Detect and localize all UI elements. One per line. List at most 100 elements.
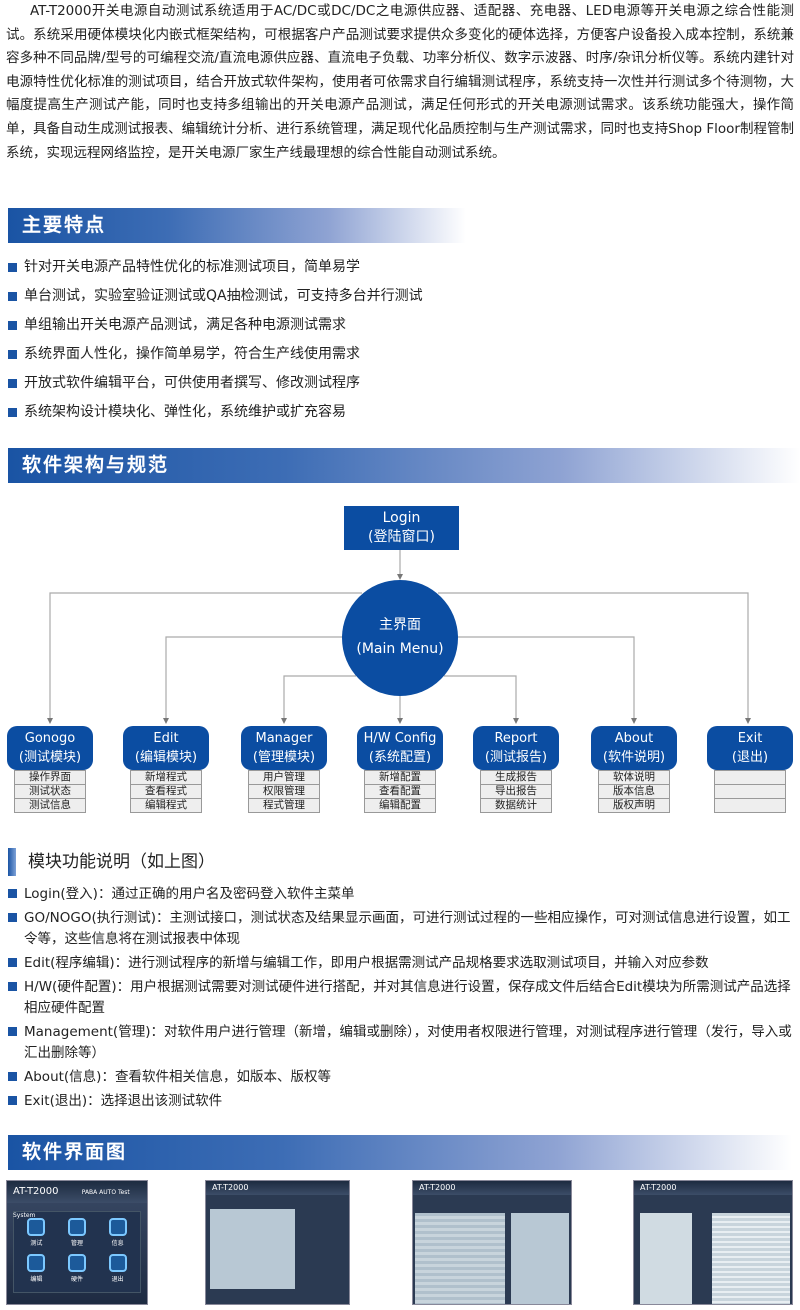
module-desc-list: Login(登入)：通过正确的用户名及密码登入软件主菜单 GO/NOGO(执行测… [8,884,798,1115]
app-title: AT-T2000 [634,1181,792,1195]
list-item: 系统架构设计模块化、弹性化，系统维护或扩充容易 [8,403,423,432]
module-subitem: 版本信息 [599,784,669,798]
menu-tile: 测试 [18,1218,55,1250]
list-item: 单台测试，实验室验证测试或QA抽检测试，可支持多台并行测试 [8,287,423,316]
module-edit: Edit (编辑模块) 新增程式查看程式编辑程式 [123,726,209,813]
module-header: About (软件说明) [591,726,677,770]
module-header: Report (测试报告) [473,726,559,770]
list-item: 开放式软件编辑平台，可供使用者撰写、修改测试程序 [8,374,423,403]
module-sublabel: (系统配置) [368,750,432,765]
list-item: Login(登入)：通过正确的用户名及密码登入软件主菜单 [8,884,798,905]
connector-lines [47,550,751,724]
list-item: Management(管理)：对软件用户进行管理（新增，编辑或删除），对使用者权… [8,1022,798,1064]
menu-tile-label: 测试 [30,1240,43,1247]
module-subitem: 测试状态 [15,784,85,798]
module-header: Manager(管理模块) [241,726,327,770]
module-subitem: 编辑程式 [131,798,201,812]
module-sublabel: (编辑模块) [134,750,198,765]
list-item: Exit(退出)：选择退出该测试软件 [8,1091,798,1112]
module-report: Report (测试报告) 生成报告导出报告数据统计 [473,726,559,813]
intro-paragraph: AT-T2000开关电源自动测试系统适用于AC/DC或DC/DC之电源供应器、适… [6,3,794,161]
menu-tile-icon [67,1254,86,1272]
module-subitems: 操作界面测试状态测试信息 [14,770,86,813]
module-label: About [614,731,654,746]
menu-tile-label: 管理 [70,1240,83,1247]
module-sublabel: (软件说明) [602,750,666,765]
module-subitem [715,784,785,798]
module-label: H/W Config [363,731,437,746]
module-sublabel: (退出) [731,750,769,765]
menu-tile-icon [27,1218,46,1236]
architecture-diagram: Login (登陆窗口) 主界面 (Main Menu) Gonogo (测试模块) 操… [0,500,800,820]
menu-tile-label: 退出 [111,1276,124,1283]
menu-tile-label: 编辑 [30,1276,43,1283]
module-subitem: 新增程式 [131,770,201,784]
module-subitem: 查看配置 [365,784,435,798]
module-subitem: 用户管理 [249,770,319,784]
app-title: AT-T2000 [206,1181,349,1195]
menu-tile-icon [108,1218,127,1236]
main-menu-sublabel: (Main Menu) [356,641,444,657]
module-subitem: 查看程式 [131,784,201,798]
login-sublabel: (登陆窗口) [368,529,435,545]
module-label: Edit [153,731,179,746]
module-header: H/W Config (系统配置) [357,726,443,770]
module-hwconfig: H/W Config (系统配置) 新增配置查看配置编辑配置 [357,726,443,813]
list-item: 系统界面人性化，操作简单易学，符合生产线使用需求 [8,345,423,374]
menu-tile-label: 硬件 [70,1276,83,1283]
module-desc-title: 模块功能说明（如上图） [8,848,215,876]
module-sublabel: (测试模块) [18,750,82,765]
login-box: Login (登陆窗口) [344,506,459,550]
module-gonogo: Gonogo (测试模块) 操作界面测试状态测试信息 [7,726,93,813]
module-subitem: 新增配置 [365,770,435,784]
list-item: Edit(程序编辑)：进行测试程序的新增与编辑工作，即用户根据需测试产品规格要求… [8,953,798,974]
module-subitem: 程式管理 [249,798,319,812]
module-sublabel: (测试报告) [484,750,548,765]
module-header: Gonogo (测试模块) [7,726,93,770]
module-label: Exit [737,731,763,746]
module-exit: Exit (退出) [707,726,793,813]
section-features-title: 主要特点 [8,208,466,243]
login-label: Login [382,510,421,526]
menu-tile: 编辑 [18,1254,55,1286]
app-subtitle: PABA AUTO Test System [13,1189,130,1219]
module-subitem: 权限管理 [249,784,319,798]
list-item: 单组输出开关电源产品测试，满足各种电源测试需求 [8,316,423,345]
screenshot-edit: AT-T2000 [412,1180,572,1305]
module-subitems: 新增配置查看配置编辑配置 [364,770,436,813]
list-item: GO/NOGO(执行测试)：主测试接口，测试状态及结果显示画面，可进行测试过程的… [8,908,798,950]
section-architecture-title: 软件架构与规范 [8,448,800,483]
module-about: About (软件说明) 软体说明版本信息版权声明 [591,726,677,813]
module-subitem: 生成报告 [481,770,551,784]
list-item: About(信息)：查看软件相关信息，如版本、版权等 [8,1067,798,1088]
screenshot-gonogo: AT-T2000 [205,1180,350,1305]
module-manager: Manager(管理模块)用户管理权限管理程式管理 [241,726,327,813]
module-subitem: 软体说明 [599,770,669,784]
menu-tile: 管理 [59,1218,96,1250]
menu-tile-icon [108,1254,127,1272]
module-subitems: 软体说明版本信息版权声明 [598,770,670,813]
module-subitem [715,798,785,812]
module-label: Report [494,731,538,746]
list-item: 针对开关电源产品特性优化的标准测试项目，简单易学 [8,258,423,287]
section-screens-title: 软件界面图 [8,1135,792,1170]
main-menu-label: 主界面 [379,617,421,633]
module-subitem: 版权声明 [599,798,669,812]
screenshot-hw-config: AT-T2000 [633,1180,793,1305]
module-header: Exit (退出) [707,726,793,770]
module-subitems: 新增程式查看程式编辑程式 [130,770,202,813]
screenshot-main-menu: AT-T2000 PABA AUTO Test System 测试管理信息编辑硬… [6,1180,148,1305]
menu-tile: 信息 [99,1218,136,1250]
list-item: H/W(硬件配置)：用户根据测试需要对测试硬件进行搭配，并对其信息进行设置，保存… [8,977,798,1019]
module-subitem: 导出报告 [481,784,551,798]
module-subitems: 用户管理权限管理程式管理 [248,770,320,813]
main-menu-node: 主界面 (Main Menu) [342,580,458,696]
app-title: AT-T2000 [413,1181,571,1195]
module-subitem: 操作界面 [15,770,85,784]
module-sublabel: (管理模块) [252,750,316,765]
module-label: Gonogo [24,731,76,746]
menu-tile: 硬件 [59,1254,96,1286]
features-list: 针对开关电源产品特性优化的标准测试项目，简单易学 单台测试，实验室验证测试或QA… [8,258,423,432]
menu-tile-icon [27,1254,46,1272]
module-subitem: 数据统计 [481,798,551,812]
